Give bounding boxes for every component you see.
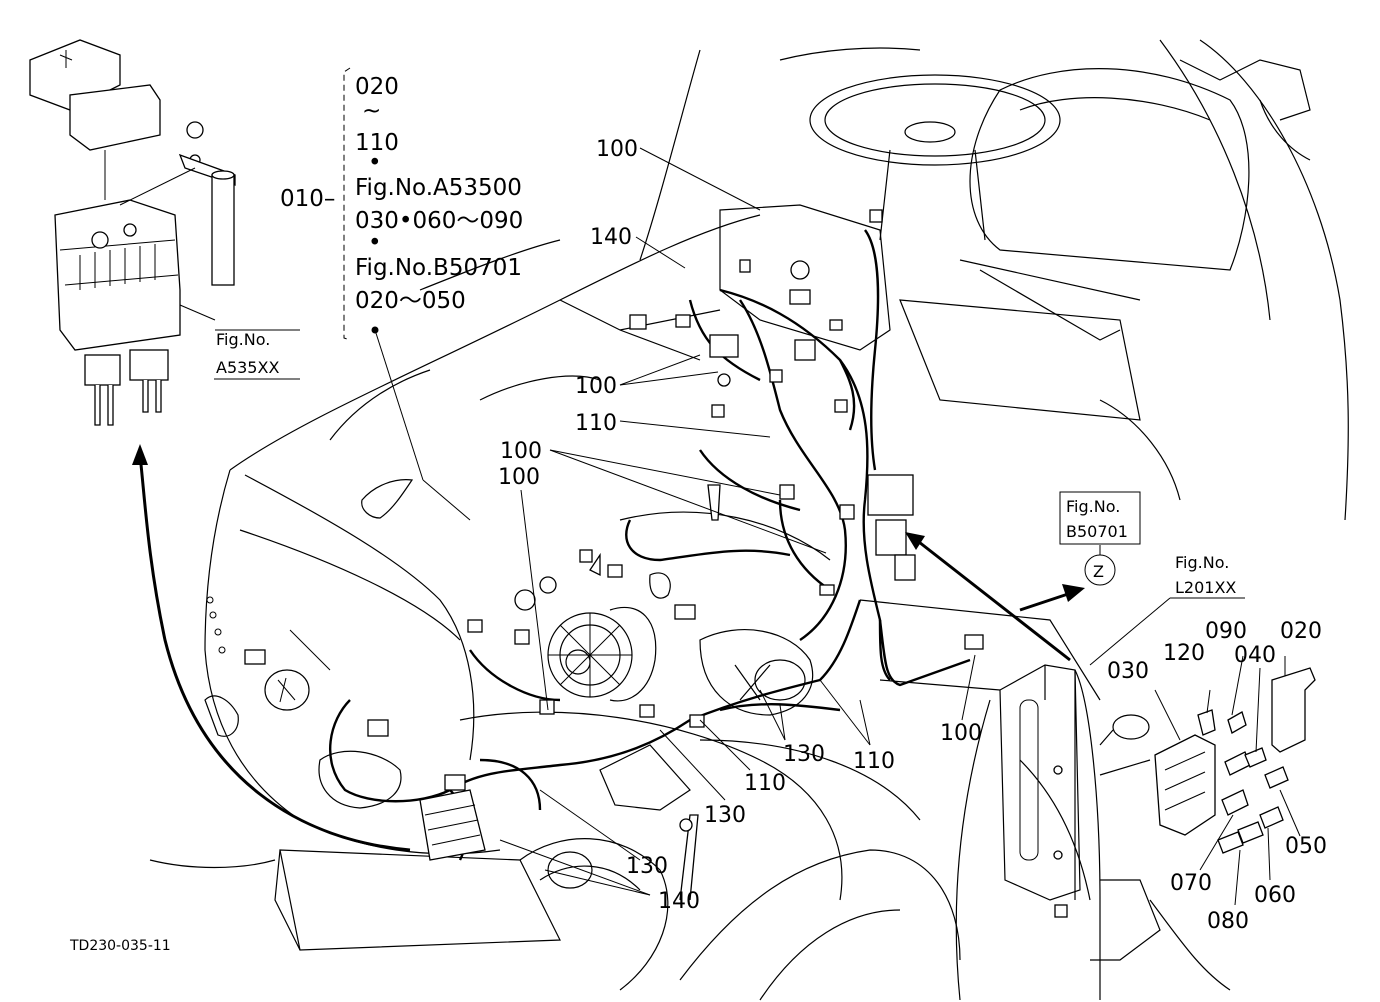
tractor-outline (149, 39, 1349, 1001)
callout-130-a: 130 (783, 742, 825, 767)
ref-dot-marker (371, 326, 379, 334)
drawing-code: TD230-035-11 (69, 938, 171, 954)
ref-line-5: Fig.No.A53500 (355, 175, 522, 201)
ref-line-3: 110 (355, 130, 399, 156)
callout-130-c: 130 (626, 854, 668, 879)
leader-lines (289, 147, 1245, 896)
ref-line-9: 020～050 (355, 288, 466, 314)
ref-line-1: 020 (355, 74, 399, 100)
callout-100-b: 100 (498, 465, 540, 490)
detail-arrows-relay (905, 532, 1085, 662)
callout-140-top: 140 (590, 225, 632, 250)
fig-ref-battery-line2: A535XX (216, 358, 279, 377)
inset-callout-090: 090 (1205, 619, 1247, 644)
inset-callout-060: 060 (1254, 883, 1296, 908)
battery-box-inset (29, 39, 300, 426)
fig-ref-b50701: Fig.No. B50701 Z (1059, 491, 1141, 586)
inset-callout-labels: 020 030 040 050 060 070 080 090 120 (1107, 619, 1327, 934)
callout-110-mid: 110 (575, 411, 617, 436)
reference-list: 010– 020 ~ 110 • Fig.No.A53500 030•060～0… (280, 67, 523, 341)
view-marker-label: Z (1093, 562, 1104, 581)
fig-ref-battery: Fig.No. A535XX (214, 330, 300, 380)
fig-ref-battery-line1: Fig.No. (216, 330, 270, 349)
ref-line-6: 030•060～090 (355, 208, 523, 234)
fig-ref-l201xx: Fig.No. L201XX (1175, 553, 1236, 597)
ref-line-8: Fig.No.B50701 (355, 255, 522, 281)
fig-ref-l201xx-line1: Fig.No. (1175, 553, 1229, 572)
callout-100-mid: 100 (575, 374, 617, 399)
callout-130-b: 130 (704, 803, 746, 828)
callout-140-bottom: 140 (658, 889, 700, 914)
ref-line-4: • (368, 150, 382, 176)
fig-ref-l201xx-line2: L201XX (1175, 578, 1236, 597)
relay-box-inset (955, 655, 1316, 1001)
callout-100-top: 100 (596, 137, 638, 162)
front-fuse-block (419, 774, 486, 861)
fig-ref-b50701-line1: Fig.No. (1066, 497, 1120, 516)
inset-callout-070: 070 (1170, 871, 1212, 896)
callout-110-c: 110 (853, 749, 895, 774)
ref-line-7: • (368, 230, 382, 256)
callout-100-right: 100 (940, 721, 982, 746)
ref-line-2: ~ (362, 98, 381, 124)
callout-labels: 100 140 100 110 100 100 100 130 110 110 … (498, 137, 982, 914)
harness-connectors (244, 209, 984, 901)
view-marker-circle (1084, 554, 1116, 586)
detail-arrow-battery (132, 444, 411, 852)
fig-ref-b50701-line2: B50701 (1066, 522, 1128, 541)
callout-100-a: 100 (500, 439, 542, 464)
inset-callout-080: 080 (1207, 909, 1249, 934)
inset-callout-120: 120 (1163, 641, 1205, 666)
inset-callout-040: 040 (1234, 643, 1276, 668)
inset-callout-030: 030 (1107, 659, 1149, 684)
callout-110-b: 110 (744, 771, 786, 796)
inset-callout-050: 050 (1285, 834, 1327, 859)
inset-callout-020: 020 (1280, 619, 1322, 644)
ref-item-010: 010– (280, 186, 335, 212)
